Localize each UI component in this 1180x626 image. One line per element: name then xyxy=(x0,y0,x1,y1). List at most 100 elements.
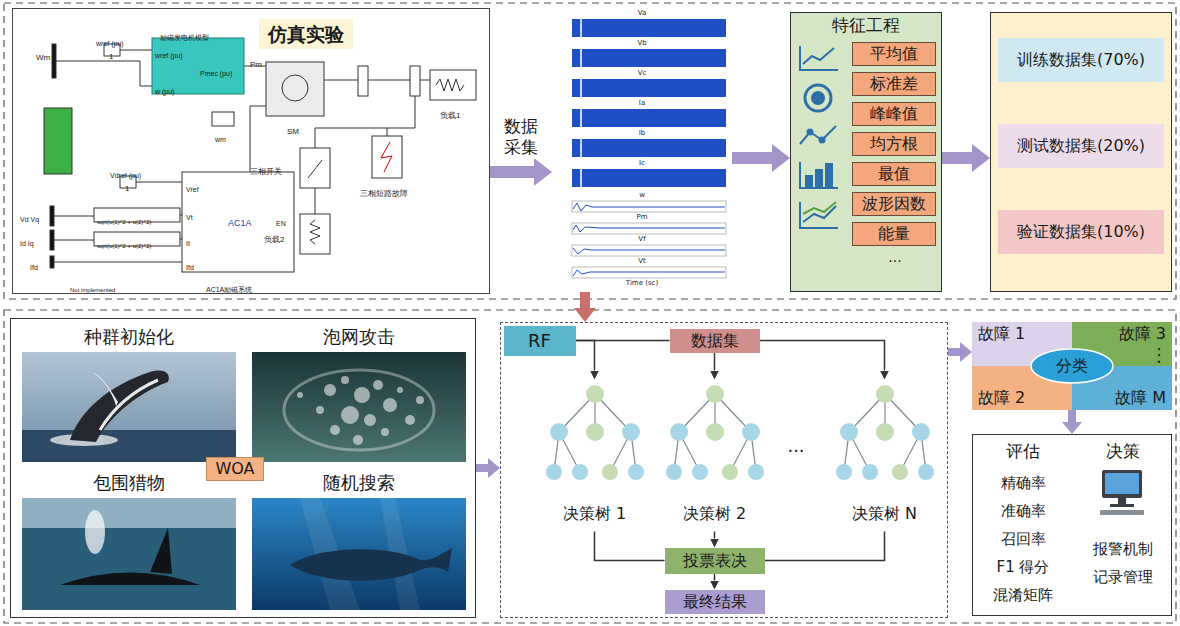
text-holder: Vt xyxy=(552,258,732,265)
signal-label: Id Iq xyxy=(20,240,34,247)
node-text: ⋮ xyxy=(1150,344,1168,366)
connector xyxy=(714,532,716,539)
node-text: 均方根 xyxy=(866,134,922,153)
node-text: 分类 xyxy=(1052,356,1092,375)
panel-frame xyxy=(4,310,1176,623)
node-text: 评估 xyxy=(983,441,1063,461)
model-label: EN xyxy=(276,212,286,230)
text-holder: 故障 3 xyxy=(1078,324,1166,343)
connector xyxy=(476,464,488,472)
signal-label: wref (pu) xyxy=(155,52,183,59)
text-holder: ⋮ xyxy=(1150,344,1168,366)
node-text: 最值 xyxy=(874,164,914,183)
node-text: 故障 M xyxy=(1078,388,1166,407)
text-holder: 评估 xyxy=(983,441,1063,461)
connector xyxy=(714,574,716,581)
computer-icon xyxy=(1100,470,1144,515)
dataset-box: 测试数据集(20%) xyxy=(998,124,1164,168)
model-label: Pm xyxy=(250,53,262,71)
node-text: Time (sc) xyxy=(552,280,732,287)
model-label: It xyxy=(186,232,190,250)
model-label: wref (pu) xyxy=(155,44,183,62)
simulink-model xyxy=(44,38,476,272)
feature-box: 波形因数 xyxy=(852,192,936,216)
text-holder: WOA xyxy=(206,457,264,481)
dataset-panel: 训练数据集(70%)测试数据集(20%)验证数据集(10%) xyxy=(990,12,1172,292)
woa-panel: WOA种群初始化泡网攻击包围猎物随机搜索 xyxy=(10,318,476,618)
signal-label: 1 xyxy=(125,184,129,193)
feature-box: 均方根 xyxy=(852,132,936,156)
node-text: 数据集 xyxy=(687,331,743,350)
text-holder: 决策树 1 xyxy=(540,504,650,523)
model-label: Not implemented xyxy=(70,278,115,296)
model-label: 三相短路故障 xyxy=(360,182,408,200)
woa-stage-image: 随机搜索 xyxy=(248,470,470,614)
signal-label: Pmec (pu) xyxy=(200,70,232,77)
connector xyxy=(732,152,772,164)
node-text: w xyxy=(552,192,732,199)
model-label: wref (pu) xyxy=(96,32,124,50)
text-holder: Vb xyxy=(552,40,732,47)
signal-label: 励磁发电机模型 xyxy=(160,34,209,41)
node-text: Va xyxy=(552,10,732,17)
node-text: 验证数据集(10%) xyxy=(1013,222,1149,241)
feature-box: 平均值 xyxy=(852,42,936,66)
connector xyxy=(942,152,972,164)
text-holder: Vc xyxy=(552,70,732,77)
vote-box: 投票表决 xyxy=(665,548,765,574)
text-holder: 故障 M xyxy=(1078,388,1166,407)
connector xyxy=(595,532,665,561)
edge-label: 数据 采集 xyxy=(498,116,544,159)
node-text: ... xyxy=(771,435,821,457)
node-text: 标准差 xyxy=(866,74,922,93)
signal-label: Ifd xyxy=(30,264,38,271)
node-text: 决策树 1 xyxy=(540,504,650,523)
connector xyxy=(580,292,590,308)
text-holder: 仿真实验 xyxy=(259,19,353,49)
signal-label: AC1A xyxy=(228,218,252,228)
connector xyxy=(714,353,716,371)
signal-label: 1 xyxy=(109,52,113,61)
model-label: Vdref (pu) xyxy=(110,164,141,182)
node-text: Vf xyxy=(552,236,732,243)
connector xyxy=(948,348,960,356)
simulation-panel: 仿真实验 xyxy=(12,8,490,294)
node-text: 峰峰值 xyxy=(866,104,922,123)
node-text: 决策 xyxy=(1083,441,1163,461)
result-box: 最终结果 xyxy=(665,590,765,614)
text-holder: Ic xyxy=(552,160,732,167)
node-text: 故障 2 xyxy=(978,388,1066,407)
model-label: Ifd xyxy=(30,256,38,274)
whale-photo xyxy=(252,498,466,610)
model-label: 1 xyxy=(125,177,129,195)
model-label: Vt xyxy=(186,206,193,224)
feature-box: 峰峰值 xyxy=(852,102,936,126)
model-label: 三相开关 xyxy=(250,160,282,178)
node-text: 能量 xyxy=(874,224,914,243)
whale-photo xyxy=(22,352,236,462)
text-holder: 包围猎物 xyxy=(18,472,240,494)
node-text: 最终结果 xyxy=(679,592,751,611)
whale-photo xyxy=(22,498,236,610)
node-text: WOA xyxy=(215,459,254,478)
model-label: 负载1 xyxy=(440,104,460,122)
panel-fill xyxy=(790,12,942,292)
node-text: 报警机制 记录管理 xyxy=(1091,535,1155,591)
waveform-plots xyxy=(572,19,726,278)
model-label: SM xyxy=(287,120,299,138)
model-label: AC1A励磁系统 xyxy=(206,278,252,296)
text-holder: 精确率 准确率 召回率 F1 得分 混淆矩阵 xyxy=(991,469,1055,609)
waveform-panel: VaVbVcIaIbIcwPmVfVtTime (sc) xyxy=(552,10,732,292)
connector xyxy=(760,341,885,371)
node-text: Ic xyxy=(552,160,732,167)
woa-stage-image: 种群初始化 xyxy=(18,324,240,466)
model-label: Ifd xyxy=(186,256,194,274)
node-text: Vb xyxy=(552,40,732,47)
signal-label: It xyxy=(186,240,190,247)
signal-label: 三相开关 xyxy=(250,167,282,176)
node-text: 精确率 准确率 召回率 F1 得分 混淆矩阵 xyxy=(991,469,1055,609)
signal-label: w (pu) xyxy=(155,88,174,95)
text-holder: 决策树 2 xyxy=(660,504,770,523)
node-text: 决策树 N xyxy=(830,504,940,523)
decision-tree: 决策树 N xyxy=(830,380,940,532)
